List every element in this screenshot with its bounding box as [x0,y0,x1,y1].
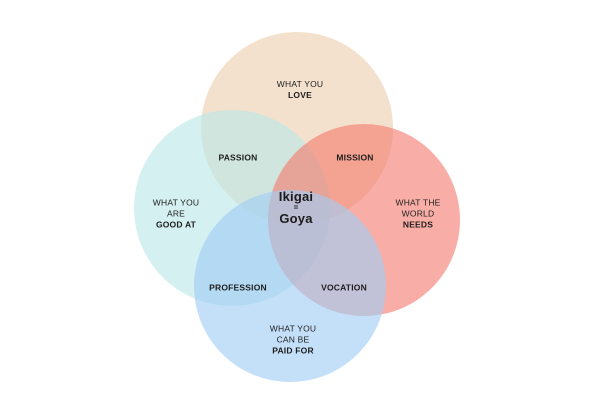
center-line-goya: Goya [279,211,313,226]
label-profession: PROFESSION [209,282,267,293]
label-passion: PASSION [218,152,258,163]
label-what-the-world-needs: WHAT THE WORLD NEEDS [395,197,441,230]
center-ikigai-goya: Ikigai = Goya [279,190,313,226]
label-vocation: VOCATION [321,282,367,293]
center-line-ikigai: Ikigai [278,189,314,204]
label-what-you-can-be-paid-for: WHAT YOU CAN BE PAID FOR [269,323,317,356]
label-what-you-are-good-at: WHAT YOU ARE GOOD AT [152,197,200,230]
circle-what-you-can-be-paid-for [194,190,386,382]
label-mission: MISSION [336,152,374,163]
center-line-equals: = [293,203,299,212]
label-what-you-love: WHAT YOU LOVE [276,79,324,100]
